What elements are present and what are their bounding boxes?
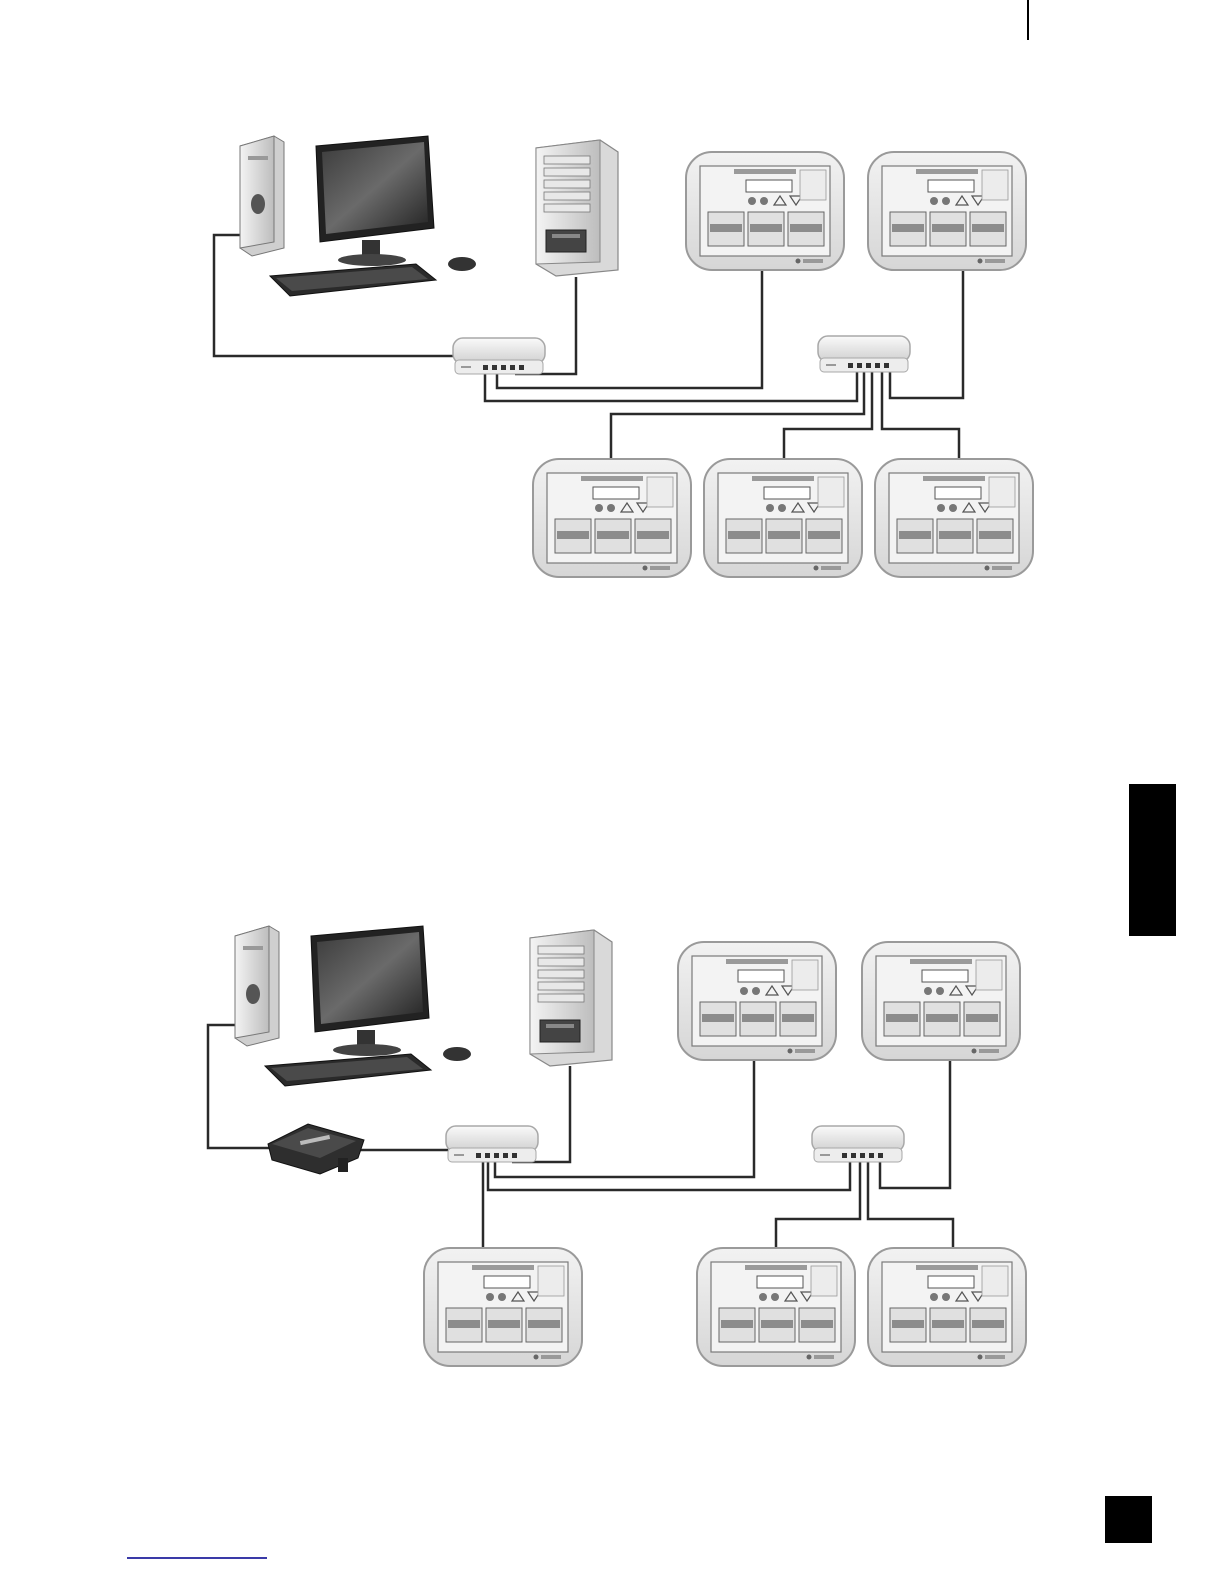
cable-panel-e-to-switch-b bbox=[776, 1162, 860, 1250]
switch-b-top bbox=[818, 336, 910, 372]
touch-panel-top-3 bbox=[533, 459, 691, 577]
network-diagram-top bbox=[214, 136, 1033, 577]
cable-switch-a-to-switch-b bbox=[485, 372, 857, 401]
workstation-top bbox=[240, 136, 476, 296]
touch-panel-top-5 bbox=[875, 459, 1033, 577]
touch-panel-bottom-5 bbox=[868, 1248, 1026, 1366]
cable-workstation-to-router bbox=[208, 1025, 272, 1148]
router-bottom bbox=[268, 1124, 364, 1174]
touch-panel-top-1 bbox=[686, 152, 844, 270]
workstation-bottom bbox=[235, 926, 471, 1086]
switch-a-top bbox=[453, 338, 545, 374]
touch-panel-top-2 bbox=[868, 152, 1026, 270]
cable-panel-c-to-switch-b bbox=[880, 1056, 950, 1188]
touch-panel-top-4 bbox=[704, 459, 862, 577]
server-tower-bottom bbox=[530, 930, 612, 1066]
network-diagram-bottom bbox=[208, 926, 1026, 1366]
touch-panel-bottom-4 bbox=[697, 1248, 855, 1366]
touch-panel-bottom-1 bbox=[678, 942, 836, 1060]
cable-panel-f-to-switch-b bbox=[882, 372, 959, 459]
cable-panel-c-to-switch-b bbox=[890, 267, 963, 398]
touch-panel-bottom-3 bbox=[424, 1248, 582, 1366]
switch-a-bottom bbox=[446, 1126, 538, 1162]
server-tower-top bbox=[536, 140, 618, 276]
touch-panel-bottom-2 bbox=[862, 942, 1020, 1060]
switch-b-bottom bbox=[812, 1126, 904, 1162]
cable-panel-d-to-switch-b bbox=[611, 372, 864, 459]
cable-panel-e-to-switch-b bbox=[784, 372, 872, 459]
